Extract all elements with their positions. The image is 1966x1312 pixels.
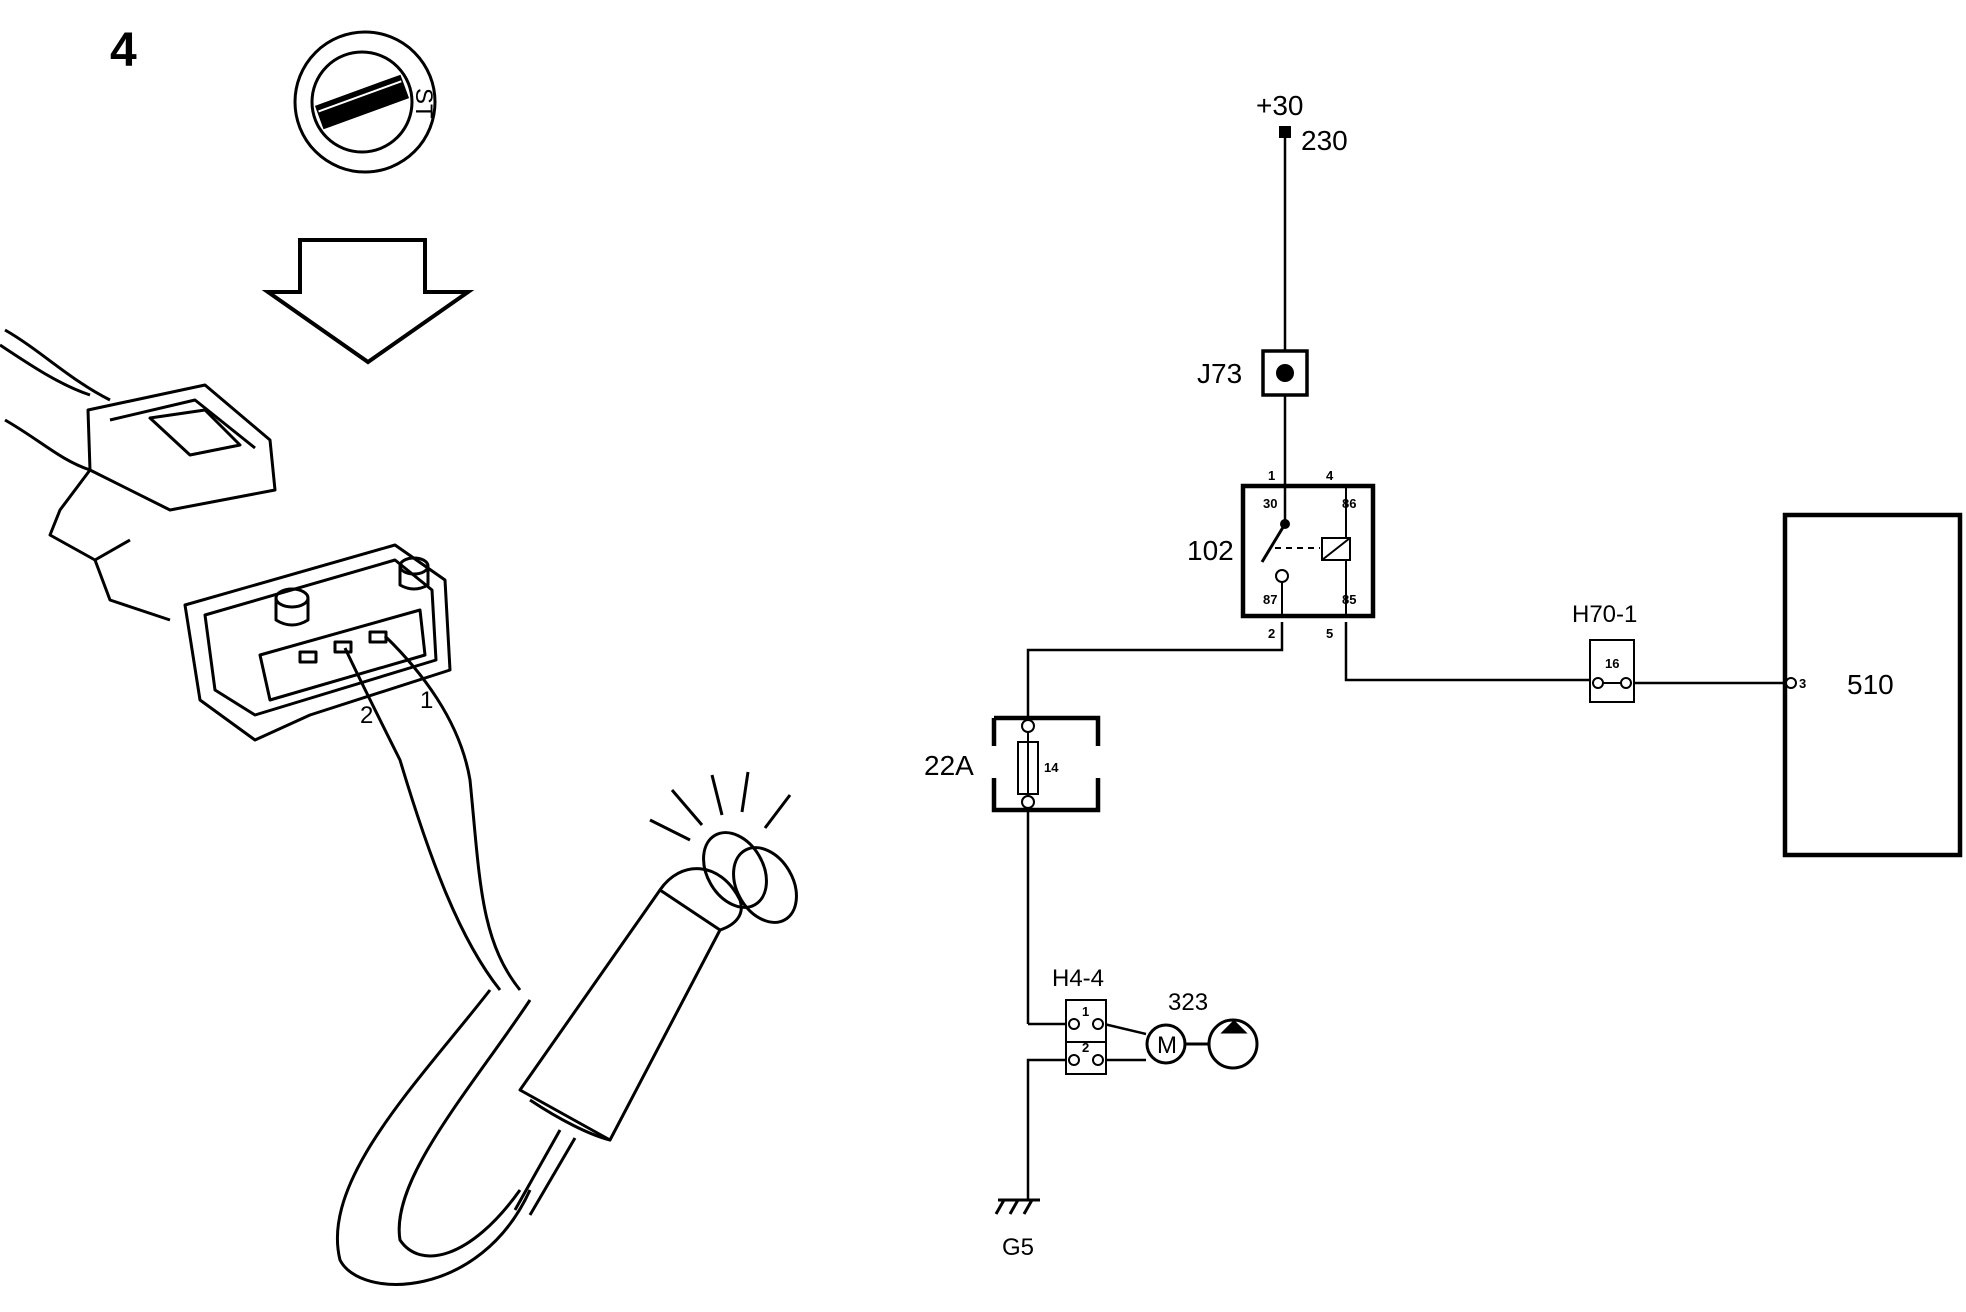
relay-pin-1: 1 xyxy=(1268,468,1275,483)
harness-connector-icon xyxy=(0,328,532,1286)
connector-h4 xyxy=(1065,999,1107,1075)
connector-h70 xyxy=(1589,639,1635,703)
ignition-position-label: ST xyxy=(410,88,437,119)
fuse-number: 14 xyxy=(1044,760,1059,775)
supply-label: +30 xyxy=(1256,90,1304,121)
circuit-wires xyxy=(1026,134,1785,1200)
ground-label: G5 xyxy=(1002,1234,1034,1261)
ignition-switch-icon xyxy=(293,30,437,174)
supply-wire-label: 230 xyxy=(1301,125,1348,156)
fuse-label: 22A xyxy=(924,750,974,781)
relay-terminal-87: 87 xyxy=(1263,592,1277,607)
junction-label: J73 xyxy=(1197,358,1242,389)
h70-label: H70-1 xyxy=(1572,601,1637,628)
relay-pin-4: 4 xyxy=(1326,468,1334,483)
test-lamp-icon xyxy=(513,771,798,1216)
h4-pin-2: 2 xyxy=(1082,1040,1089,1055)
down-arrow-icon xyxy=(261,238,475,365)
relay-pin-5: 5 xyxy=(1326,626,1333,641)
connector-pin-2-label: 2 xyxy=(360,702,373,729)
module-510 xyxy=(1782,512,1963,858)
relay-terminal-30: 30 xyxy=(1263,496,1277,511)
relay-terminal-86: 86 xyxy=(1342,496,1356,511)
h4-pin-1: 1 xyxy=(1082,1004,1089,1019)
ground-icon xyxy=(994,1198,1040,1215)
relay-terminal-85: 85 xyxy=(1342,592,1356,607)
relay-102 xyxy=(1240,483,1376,619)
motor-symbol: M xyxy=(1157,1032,1177,1059)
module-pin: 3 xyxy=(1799,676,1806,691)
connector-pin-1-label: 1 xyxy=(420,687,433,714)
junction-j73 xyxy=(1261,349,1309,397)
relay-pin-2: 2 xyxy=(1268,626,1275,641)
step-number: 4 xyxy=(110,24,137,77)
pump-label: 323 xyxy=(1168,989,1208,1016)
pump-motor-icon xyxy=(1145,1018,1259,1070)
h4-label: H4-4 xyxy=(1052,965,1104,992)
module-label: 510 xyxy=(1847,669,1894,700)
relay-label: 102 xyxy=(1187,535,1234,566)
fuse-22a xyxy=(991,715,1101,813)
supply-terminal xyxy=(1279,126,1291,138)
h70-pin: 16 xyxy=(1605,656,1619,671)
